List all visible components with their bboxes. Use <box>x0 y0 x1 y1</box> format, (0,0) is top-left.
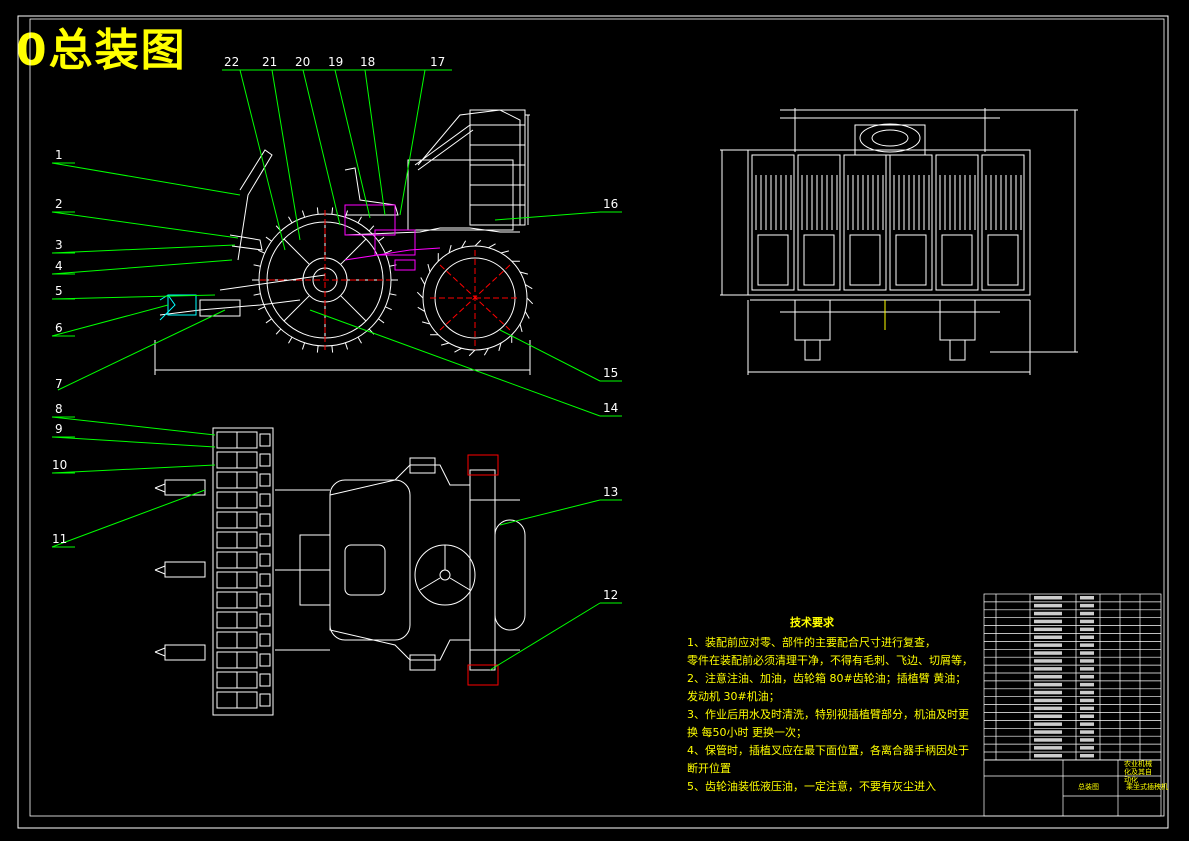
requirement-line: 4、保管时，插植叉应在最下面位置，各离合器手柄因处于 <box>687 744 969 757</box>
technical-requirements: 技术要求 1、装配前应对零、部件的主要配合尺寸进行复查， 零件在装配前必须清理干净… <box>687 614 977 796</box>
callout-16: 16 <box>603 197 619 211</box>
requirement-line: 1、装配前应对零、部件的主要配合尺寸进行复查， <box>687 636 936 649</box>
front-view <box>720 108 1078 375</box>
callout-7: 7 <box>55 377 63 391</box>
requirement-line: 零件在装配前必须清理干净，不得有毛刺、飞边、切屑等， <box>687 654 973 667</box>
requirement-line: 3、作业后用水及时清洗，特别视插植臂部分，机油及时更 <box>687 708 969 721</box>
title-block-name: 乘坐式插秧机 <box>1126 783 1168 791</box>
callout-22: 22 <box>224 55 240 69</box>
drawing-title: 0总装图 <box>16 25 187 76</box>
callout-4: 4 <box>55 259 63 273</box>
callout-5: 5 <box>55 284 63 298</box>
requirement-line: 断开位置 <box>687 762 731 775</box>
callout-21: 21 <box>262 55 278 69</box>
outer-frame <box>17 15 1169 829</box>
callout-11: 11 <box>52 532 68 546</box>
title-block-drawing-label: 总装图 <box>1078 783 1099 791</box>
callout-18: 18 <box>360 55 376 69</box>
callout-10: 10 <box>52 458 68 472</box>
chassis-top <box>329 464 471 661</box>
parts-list <box>983 593 1162 817</box>
callout-3: 3 <box>55 238 63 252</box>
front-view-body <box>747 149 1031 296</box>
callout-14: 14 <box>603 401 619 415</box>
callout-13: 13 <box>603 485 619 499</box>
inner-frame <box>29 18 1165 817</box>
callout-12: 12 <box>603 588 619 602</box>
callout-17: 17 <box>430 55 446 69</box>
callout-15: 15 <box>603 366 619 380</box>
planting-units <box>154 479 206 661</box>
requirement-line: 发动机 30#机油； <box>687 690 780 703</box>
drive-wheel-teeth <box>252 207 398 353</box>
callout-9: 9 <box>55 422 63 436</box>
callout-2: 2 <box>55 197 63 211</box>
callout-6: 6 <box>55 321 63 335</box>
parts-list-entries <box>1034 596 1094 758</box>
callout-leaders <box>51 69 622 671</box>
requirement-line: 换 每50小时 更换一次； <box>687 726 807 739</box>
callout-1: 1 <box>55 148 63 162</box>
requirement-line: 5、齿轮油装低液压油，一定注意，不要有灰尘进入 <box>687 780 936 793</box>
title-block-school: 农业机械化及其自动化 <box>1124 760 1152 784</box>
front-wheel-treads <box>416 239 534 357</box>
seedling-boxes <box>751 154 1025 291</box>
callout-20: 20 <box>295 55 311 69</box>
callout-8: 8 <box>55 402 63 416</box>
callout-19: 19 <box>328 55 344 69</box>
requirements-heading: 技术要求 <box>790 616 834 629</box>
side-view <box>154 109 534 375</box>
requirement-line: 2、注意注油、加油，齿轮箱 80#齿轮油；插植臂 黄油； <box>687 672 967 685</box>
seedling-tray <box>212 427 274 716</box>
top-view <box>154 427 526 716</box>
